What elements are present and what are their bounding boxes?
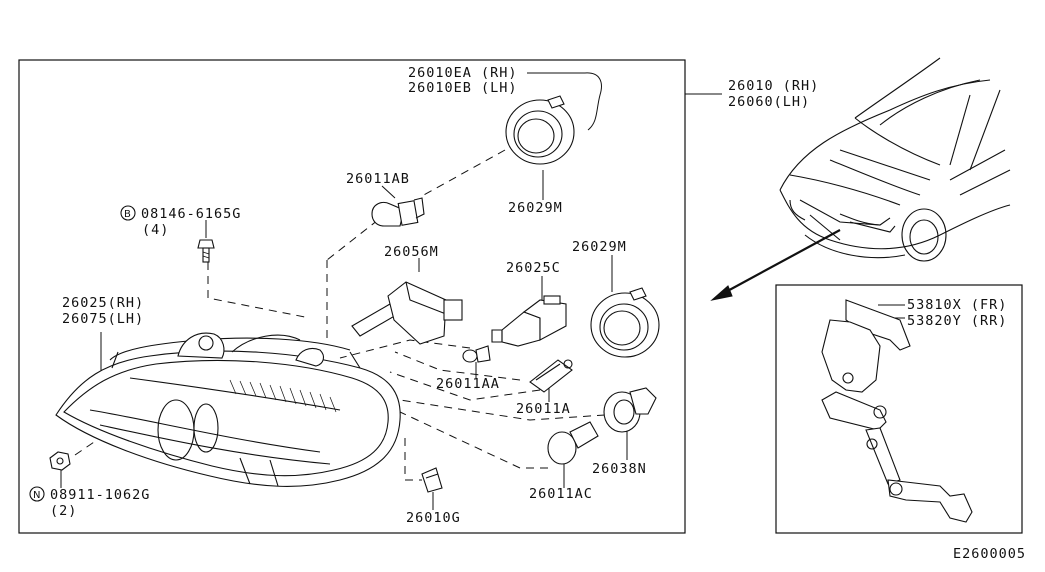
bulb-26011AC-illustration [547, 421, 599, 465]
label-26025C: 26025C [506, 260, 561, 276]
label-26075: 26075(LH) [62, 311, 144, 327]
label-26011AA: 26011AA [436, 376, 500, 392]
label-26010EA: 26010EA (RH) [408, 65, 518, 81]
height-sensor-illustration [821, 299, 973, 523]
nut-symbol-letter: N [33, 490, 40, 501]
label-26011AB: 26011AB [346, 171, 410, 187]
bulb-26011AA-illustration [462, 345, 491, 363]
label-08146-6165G: 08146-6165G [141, 206, 241, 222]
bolt-illustration [197, 239, 215, 263]
label-08911-1062G: 08911-1062G [50, 487, 150, 503]
label-26011AC: 26011AC [529, 486, 593, 502]
label-26025: 26025(RH) [62, 295, 144, 311]
bulb-26011AB-illustration [371, 197, 425, 227]
bolt-symbol: B [120, 205, 136, 221]
location-arrow [710, 229, 841, 301]
part-labels: 26010EA (RH) 26010EB (LH) 26011AB 26029M… [29, 65, 1026, 562]
socket-26025C-illustration [491, 295, 567, 347]
bulb-26011A-illustration [529, 359, 573, 393]
hid-bulb-26056M-illustration [351, 281, 463, 345]
nut-symbol: N [29, 486, 45, 502]
assembly-dashed-lines [74, 149, 606, 481]
label-26010: 26010 (RH) [728, 78, 819, 94]
label-26029M-top: 26029M [508, 200, 563, 216]
socket-26038N-illustration [603, 387, 657, 433]
label-53810X: 53810X (FR) [907, 297, 1007, 313]
label-26056M: 26056M [384, 244, 439, 260]
label-53820Y: 53820Y (RR) [907, 313, 1007, 329]
label-08911-qty: (2) [50, 503, 77, 519]
label-26029M-mid: 26029M [572, 239, 627, 255]
label-26010EB: 26010EB (LH) [408, 80, 518, 96]
headlamp-housing-illustration [55, 332, 401, 487]
label-26010G: 26010G [406, 510, 461, 526]
label-08146-qty: (4) [142, 222, 169, 238]
bolt-symbol-letter: B [124, 209, 131, 220]
label-26060: 26060(LH) [728, 94, 810, 110]
clip-26010G-illustration [421, 467, 443, 493]
label-26011A: 26011A [516, 401, 571, 417]
socket-ring-26029M-mid-illustration [590, 287, 660, 358]
sensor-inset-frame [775, 284, 1023, 534]
socket-ring-26029M-top-illustration [505, 95, 575, 165]
main-parts-frame [18, 59, 686, 534]
nut-illustration [49, 451, 71, 471]
diagram-code: E2600005 [953, 546, 1026, 562]
car-front-illustration [779, 57, 1011, 262]
label-26038N: 26038N [592, 461, 647, 477]
